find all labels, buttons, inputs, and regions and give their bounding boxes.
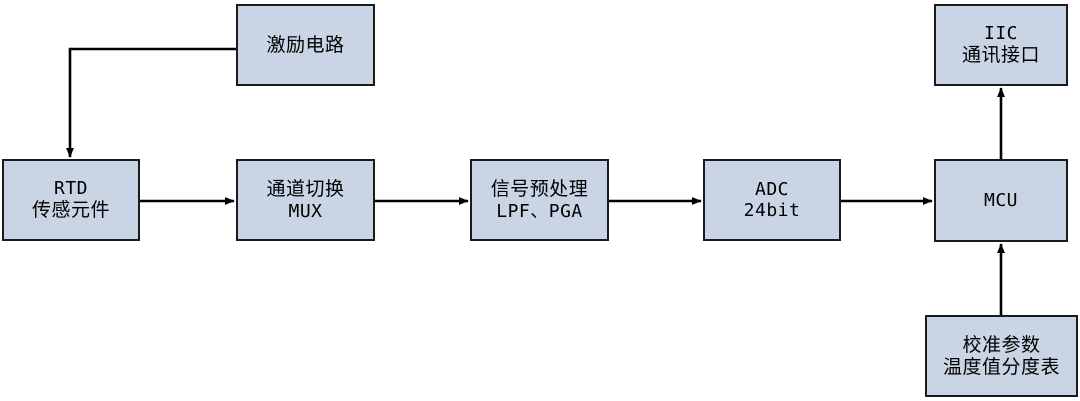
node-mcu[interactable]: MCU [934, 159, 1068, 242]
node-adc-line1: ADC [754, 178, 789, 200]
connector-excitation-to-rtd [66, 47, 236, 158]
node-iic-interface-line2: 通讯接口 [961, 44, 1040, 67]
node-signal-preprocessing-line1: 信号预处理 [490, 178, 589, 201]
node-rtd-sensor[interactable]: RTD 传感元件 [2, 159, 140, 241]
node-iic-interface[interactable]: IIC 通讯接口 [934, 4, 1068, 86]
node-channel-mux-line2: MUX [288, 200, 323, 222]
node-excitation-circuit[interactable]: 激励电路 [236, 4, 375, 86]
node-channel-mux-line1: 通道切换 [266, 178, 345, 201]
node-calibration-table[interactable]: 校准参数 温度值分度表 [925, 315, 1078, 397]
node-adc-line2: 24bit [743, 200, 801, 221]
node-iic-interface-line1: IIC [983, 23, 1018, 45]
node-excitation-circuit-line1: 激励电路 [266, 33, 345, 56]
node-adc[interactable]: ADC 24bit [703, 159, 841, 241]
node-calibration-table-line1: 校准参数 [962, 333, 1041, 356]
node-mcu-line1: MCU [983, 189, 1018, 211]
node-signal-preprocessing[interactable]: 信号预处理 LPF、PGA [470, 159, 609, 241]
node-signal-preprocessing-line2: LPF、PGA [496, 200, 583, 222]
node-channel-mux[interactable]: 通道切换 MUX [236, 159, 375, 241]
node-calibration-table-line2: 温度值分度表 [942, 356, 1060, 378]
node-rtd-sensor-line1: RTD [53, 178, 88, 200]
node-rtd-sensor-line2: 传感元件 [31, 199, 110, 222]
